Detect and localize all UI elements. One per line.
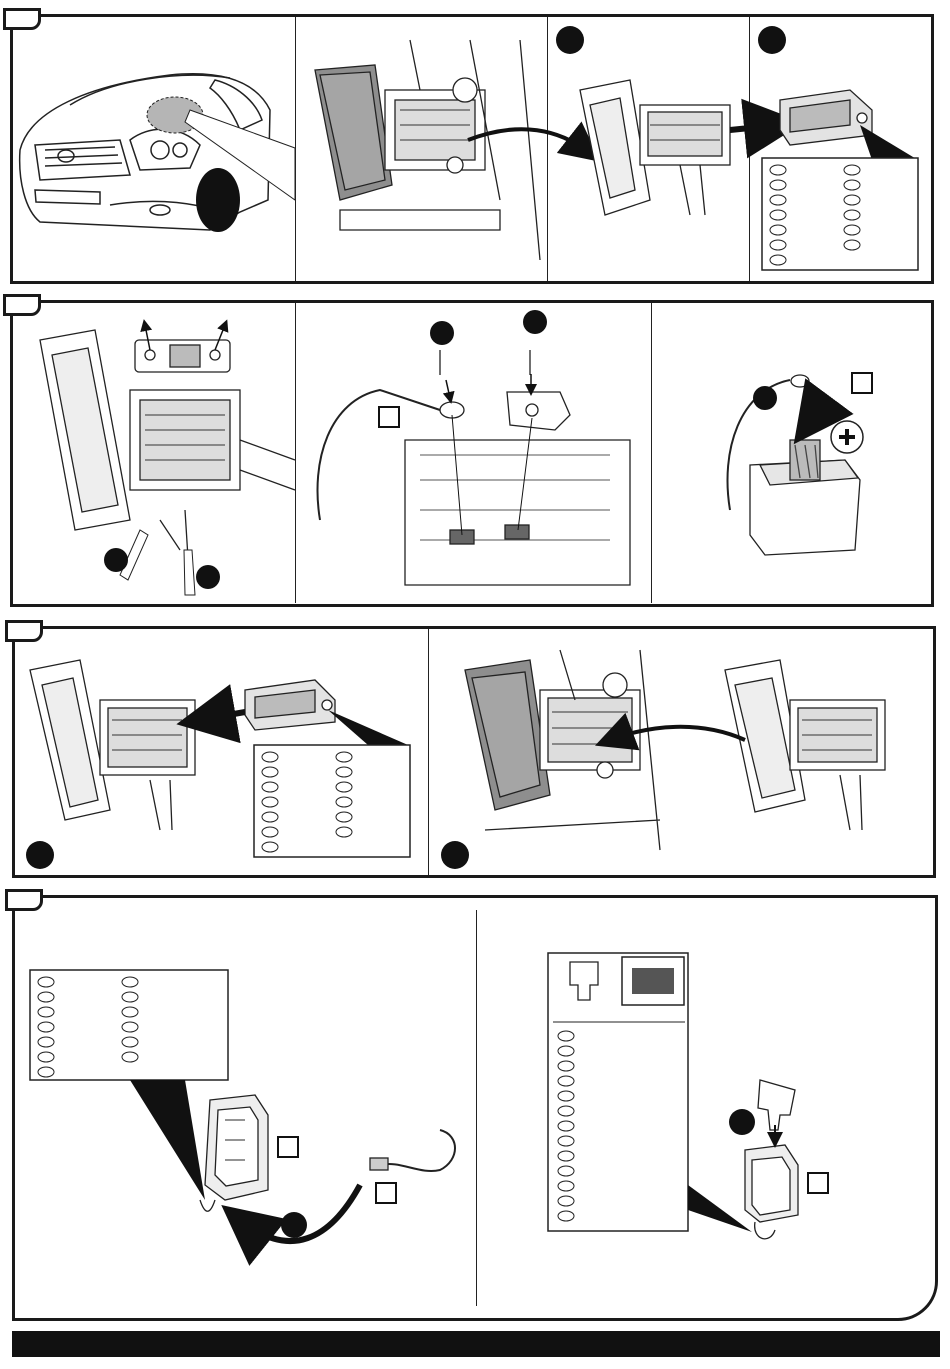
callout-wedge-3 (328, 710, 408, 745)
step-marker-2d (523, 310, 547, 334)
footer-bar (12, 1331, 940, 1357)
arrow-connector-in (200, 712, 245, 720)
callout-box-4a (277, 1136, 299, 1158)
fuse-box-reinstall-scene (465, 650, 885, 850)
fuse-holder-scene (745, 1080, 798, 1239)
step-marker-1b (758, 26, 786, 54)
relay-icon (622, 957, 684, 1005)
battery-scene (728, 375, 861, 555)
fuse-box-open-scene (315, 40, 540, 260)
step-marker-2c (430, 321, 454, 345)
wiring-connector-scene (200, 1095, 455, 1211)
callout-wedge-4b (688, 1185, 752, 1232)
callout-box-2b (851, 372, 873, 394)
connector-illustration (780, 90, 872, 145)
callout-box-4b (375, 1182, 397, 1204)
step-marker-2b (196, 565, 220, 589)
callout-box-2a (378, 406, 400, 428)
step-marker-3a (26, 841, 54, 869)
callout-wedge-4 (130, 1080, 205, 1200)
nut-arrow-1 (446, 380, 450, 398)
step-marker-1a (556, 26, 584, 54)
tire-shape (196, 168, 240, 232)
ground-cable-scene (318, 350, 631, 585)
screw-right (184, 550, 195, 595)
step-marker-4a (281, 1212, 307, 1238)
arrow-to-connector (730, 125, 780, 130)
fuse-box-screws-scene (40, 330, 295, 590)
step-marker-3b (441, 841, 469, 869)
step-marker-2e (753, 386, 777, 410)
fuse-box-removed-scene (580, 80, 730, 215)
step-marker-2a (104, 548, 128, 572)
step-marker-4b (729, 1109, 755, 1135)
battery-arrow (808, 398, 828, 425)
callout-box-4c (807, 1172, 829, 1194)
